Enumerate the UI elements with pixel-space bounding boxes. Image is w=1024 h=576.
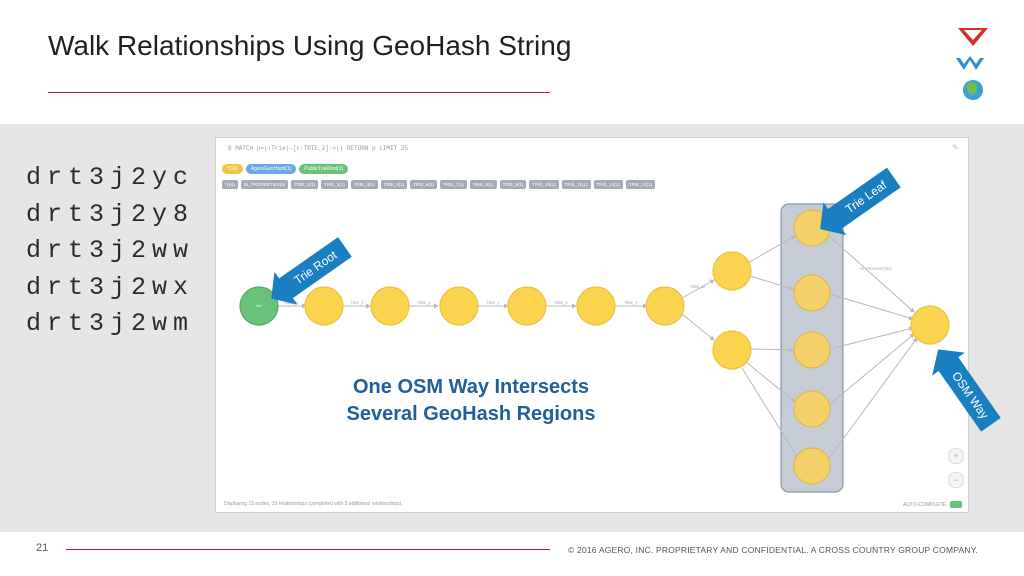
geohash-line: drt3j2wm (26, 309, 195, 338)
geohash-line: drt3j2wx (26, 272, 195, 302)
geohash-line: drt3j2y8 (26, 199, 195, 229)
edge (829, 326, 914, 350)
relationship-type-tag[interactable]: TRIE_2(1) (291, 180, 318, 189)
node-labels-row: *(16)AgeroGeoHash(1)PublicTrieRoot(1) (222, 164, 349, 174)
geohash-line: drt3j2ww (26, 236, 195, 265)
edge-label: TRIE_J (486, 300, 499, 305)
trie-leaf-node[interactable] (793, 331, 831, 369)
trie-root-node[interactable] (239, 286, 279, 326)
edge-label: IN_PROPERTIES (860, 266, 892, 271)
company-logos (956, 28, 988, 100)
autocomplete-label: AUTO-COMPLETE (903, 501, 946, 508)
relationship-type-tag[interactable]: TRIE_8(1) (469, 180, 497, 189)
title-divider (48, 92, 550, 93)
relationship-type-tag[interactable]: TRIE_5(1) (380, 180, 408, 189)
callout-arrow-icon (932, 349, 1001, 432)
edges (277, 235, 918, 462)
relationship-type-tag[interactable]: TRIE_11(1) (561, 180, 591, 189)
edit-icon[interactable]: ✎ (952, 143, 959, 152)
relationship-type-tag[interactable]: TRIE_10(1) (529, 180, 559, 189)
relationship-types-row: *(16)IN_PROPERTIES(5)TRIE_2(1)TRIE_3(1)T… (222, 180, 656, 189)
trie-node[interactable] (370, 286, 410, 326)
geohash-line: drt3j2yc (26, 163, 195, 192)
trie-leaf-node[interactable] (793, 390, 831, 428)
relationship-type-tag[interactable]: TRIE_4(1) (350, 180, 378, 189)
node-label-tag[interactable]: *(16) (222, 164, 243, 174)
edge (745, 235, 796, 265)
zoom-out-button[interactable]: − (948, 472, 964, 488)
page-number: 21 (36, 542, 49, 554)
edge-label: TRIE_W (690, 284, 705, 289)
edge (741, 367, 799, 459)
geohash-list: drt3j2yc drt3j2y8 drt3j2ww drt3j2wx drt3… (26, 160, 194, 343)
copyright-notice: © 2016 AGERO, INC. PROPRIETARY AND CONFI… (568, 545, 979, 555)
node-label-tag[interactable]: AgeroGeoHash(1) (245, 164, 297, 174)
osm-way-callout: OSM Way (932, 349, 1001, 432)
relationship-type-tag[interactable]: TRIE_3(1) (320, 180, 348, 189)
toggle-switch-icon[interactable] (950, 501, 962, 508)
edge (828, 235, 915, 313)
node-label-tag[interactable]: PublicTrieRoot(1) (299, 164, 349, 174)
trie-node[interactable] (507, 286, 547, 326)
trie-node[interactable] (439, 286, 479, 326)
nodes: trie (239, 209, 950, 485)
edge (750, 347, 794, 353)
trie-node[interactable] (576, 286, 616, 326)
zoom-in-button[interactable]: + (948, 448, 964, 464)
root-node-label: trie (256, 303, 262, 308)
trie-leaf-node[interactable] (793, 274, 831, 312)
edge (681, 313, 715, 341)
relationship-type-tag[interactable]: TRIE_9(1) (499, 180, 527, 189)
relationship-type-tag[interactable]: TRIE_12(1) (593, 180, 623, 189)
callout-arrow-icon (820, 167, 901, 236)
trie-node[interactable] (645, 286, 685, 326)
relationship-type-tag[interactable]: TRIE_13(1) (625, 180, 656, 189)
relationship-type-tag[interactable]: *(16) (222, 180, 238, 189)
osm-way-node[interactable] (910, 305, 950, 345)
caption-line-2: Several GeoHash Regions (347, 403, 596, 425)
edge-label: TRIE_3 (417, 300, 431, 305)
edge (681, 279, 715, 299)
w-logo-icon (956, 56, 984, 70)
autocomplete-toggle[interactable]: AUTO-COMPLETE (903, 501, 962, 508)
cypher-query[interactable]: $ MATCH p=(:Trie)-[r:TRIE_2]->() RETURN … (228, 145, 409, 152)
edge (745, 361, 796, 403)
relationship-type-tag[interactable]: IN_PROPERTIES(5) (240, 180, 289, 189)
edge-label: TRIE_2 (554, 300, 568, 305)
edge (826, 337, 918, 462)
status-bar-text: Displaying 15 nodes, 15 relationships (c… (224, 501, 403, 507)
trie-node[interactable] (304, 286, 344, 326)
trie-node[interactable] (712, 251, 752, 291)
edge-label: TRIE_T (350, 300, 364, 305)
edge (829, 293, 914, 321)
slide-title: Walk Relationships Using GeoHash String (48, 30, 572, 61)
edge (749, 275, 794, 291)
relationship-type-tag[interactable]: TRIE_6(1) (410, 180, 438, 189)
edge (828, 333, 915, 406)
caption-line-1: One OSM Way Intersects (353, 376, 589, 398)
trie-leaf-node[interactable] (793, 447, 831, 485)
callout-arrow-icon (271, 237, 352, 305)
edge-label: TRIE_Y (624, 300, 638, 305)
relationship-type-tag[interactable]: TRIE_7(1) (440, 180, 467, 189)
trie-node[interactable] (712, 330, 752, 370)
footer-divider (66, 549, 550, 550)
